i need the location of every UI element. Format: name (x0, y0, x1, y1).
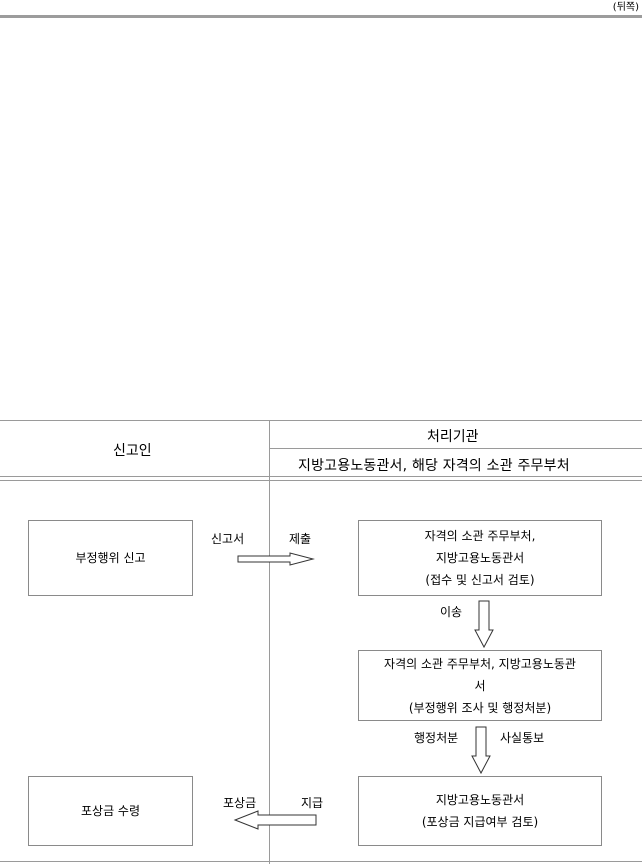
agency-header: 처리기관 (427, 429, 479, 445)
report-box: 부정행위 신고 (28, 520, 193, 596)
column-divider (269, 420, 270, 864)
table-bottom-line (0, 861, 642, 862)
header-top-line (0, 420, 642, 421)
agency-subheader: 지방고용노동관서, 해당 자격의 소관 주무부처 (298, 458, 570, 474)
pay-label-right: 지급 (301, 796, 324, 810)
reporter-header: 신고인 (113, 443, 152, 459)
top-rule (0, 15, 642, 18)
process-box-3: 지방고용노동관서 (포상금 지급여부 검토) (358, 776, 602, 846)
admin-label: 행정처분 (414, 731, 459, 745)
reward-box-text: 포상금 수령 (80, 804, 140, 818)
process-box-3-line-2: (포상금 지급여부 검토) (421, 815, 539, 829)
submit-label-right: 제출 (289, 532, 312, 546)
pay-label-left: 포상금 (223, 796, 257, 810)
header-bottom-line-2 (0, 480, 642, 481)
submit-label-left: 신고서 (211, 532, 245, 546)
process-box-3-line-1: 지방고용노동관서 (435, 793, 525, 807)
process-box-1-line-2: 지방고용노동관서 (435, 551, 525, 565)
process-box-1-line-1: 자격의 소관 주무부처, (424, 529, 536, 543)
process-box-2: 자격의 소관 주무부처, 지방고용노동관 서 (부정행위 조사 및 행정처분) (358, 650, 602, 721)
notify-label: 사실통보 (500, 731, 545, 745)
process-box-2-line-2: 서 (474, 678, 486, 693)
transfer-label: 이송 (440, 605, 463, 619)
process-box-2-line-3: (부정행위 조사 및 행정처분) (408, 700, 552, 715)
process-box-1-line-3: (접수 및 신고서 검토) (425, 573, 535, 587)
subheader-line (270, 448, 642, 449)
page-side-label: (뒤쪽) (612, 2, 639, 13)
process-box-1: 자격의 소관 주무부처, 지방고용노동관서 (접수 및 신고서 검토) (358, 520, 602, 596)
reward-box: 포상금 수령 (28, 776, 193, 846)
report-box-text: 부정행위 신고 (75, 551, 146, 565)
process-box-2-line-1: 자격의 소관 주무부처, 지방고용노동관 (384, 656, 576, 671)
header-bottom-line-1 (0, 476, 642, 477)
